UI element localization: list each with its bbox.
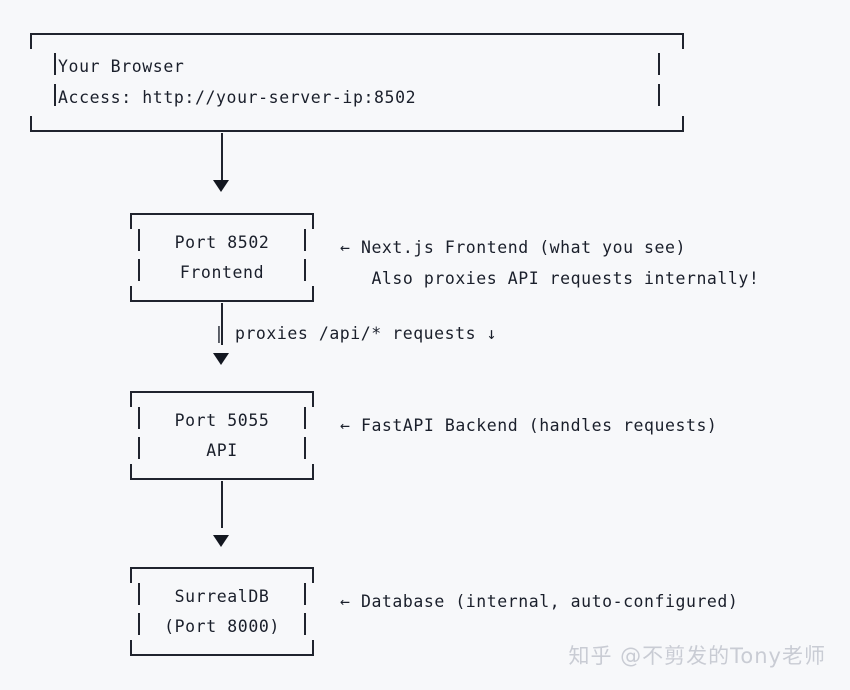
box-your-browser: Your Browser Access: http://your-server-… — [29, 33, 685, 132]
box-pipes — [132, 215, 312, 300]
frontend-line-2: Frontend — [179, 263, 265, 282]
connector-browser-to-frontend-arrow — [213, 180, 229, 192]
annotation-api-line-1: ← FastAPI Backend (handles requests) — [340, 416, 718, 435]
connector-frontend-to-api-line — [221, 303, 223, 345]
connector-label-proxies: | proxies /api/* requests ↓ — [214, 324, 498, 343]
annotation-database-line-1: ← Database (internal, auto-configured) — [340, 592, 739, 611]
box-pipes — [32, 35, 682, 130]
connector-api-to-db-arrow — [213, 535, 229, 547]
browser-line-2: Access: http://your-server-ip:8502 — [58, 88, 417, 107]
api-line-2: API — [206, 441, 238, 460]
annotation-frontend-line-1: ← Next.js Frontend (what you see) — [340, 238, 686, 257]
database-line-1: SurrealDB — [174, 587, 270, 606]
connector-browser-to-frontend-line — [221, 133, 223, 180]
zhihu-watermark: 知乎 @不剪发的Tony老师 — [568, 644, 826, 668]
connector-frontend-to-api-arrow — [213, 353, 229, 365]
browser-line-1: Your Browser — [58, 57, 185, 76]
frontend-line-1: Port 8502 — [174, 233, 270, 252]
box-pipes — [132, 393, 312, 478]
api-line-1: Port 5055 — [174, 411, 270, 430]
box-frontend: Port 8502 Frontend — [129, 213, 315, 302]
database-line-2: (Port 8000) — [164, 617, 280, 636]
connector-api-to-db-line — [221, 481, 223, 528]
annotation-frontend-line-2: Also proxies API requests internally! — [340, 269, 760, 288]
box-pipes — [132, 569, 312, 654]
box-database: SurrealDB (Port 8000) — [129, 567, 315, 656]
box-api: Port 5055 API — [129, 391, 315, 480]
